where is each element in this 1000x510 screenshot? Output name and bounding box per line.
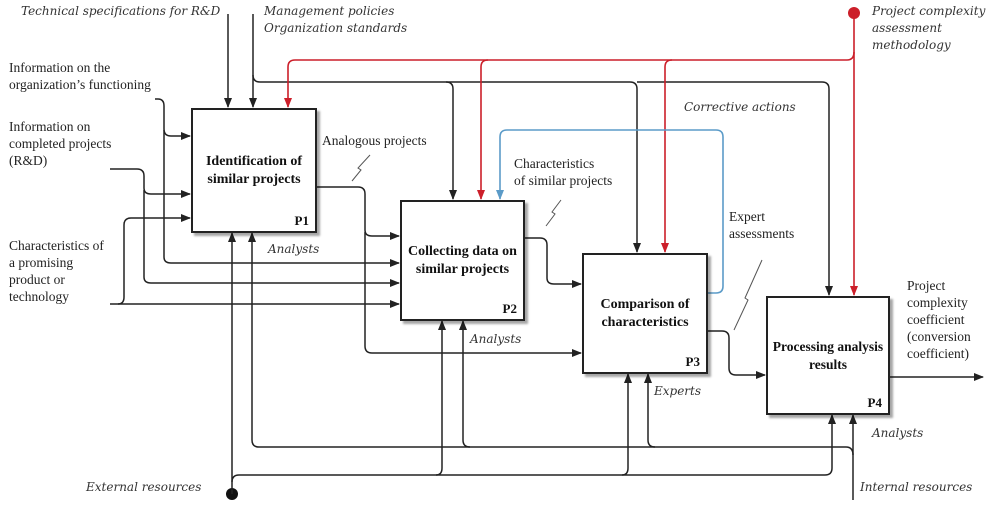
arrow-corrective-actions <box>637 81 833 296</box>
process-title-p2: Collecting data on similar projects <box>408 243 517 277</box>
arrow-external-to-p2 <box>435 320 446 476</box>
squiggle-characteristics <box>545 199 562 227</box>
line-internal-bus <box>248 232 854 456</box>
arrow-analogous-to-p3 <box>364 232 582 357</box>
arrow-completed-projects-to-p2 <box>143 190 400 287</box>
process-id-p3: P3 <box>685 354 700 369</box>
arrow-internal-to-p3 <box>644 373 656 448</box>
output-label-coefficient: Project complexity coefficient (conversi… <box>907 278 971 361</box>
control-label-corrective-actions: Corrective actions <box>684 100 796 114</box>
arrow-methodology-to-p1 <box>284 51 855 108</box>
process-id-p2: P2 <box>502 301 517 316</box>
mechanism-label-analysts-p2: Analysts <box>470 332 522 346</box>
arrow-org-functioning-to-p1 <box>155 98 191 140</box>
process-box-p2[interactable]: Collecting data on similar projects P2 <box>400 200 525 321</box>
arrow-org-functioning-to-p2 <box>163 130 400 267</box>
arrow-completed-projects-to-p1 <box>110 168 191 198</box>
arrow-promising-product-to-p1 <box>117 214 191 305</box>
flow-label-expert-assessments: Expert assessments <box>729 209 795 241</box>
input-label-completed-projects: Information on completed projects (R&D) <box>9 119 112 168</box>
flow-label-analogous-projects: Analogous projects <box>322 133 427 148</box>
arrow-internal-to-p2 <box>459 320 471 448</box>
process-id-p1: P1 <box>294 213 309 228</box>
control-label-mgmt-policies: Management policies Organization standar… <box>264 4 408 35</box>
process-id-p4: P4 <box>867 395 882 410</box>
control-label-tech-specs: Technical specifications for R&D <box>21 4 221 18</box>
process-box-p4[interactable]: Processing analysis results P4 <box>766 296 890 415</box>
mechanism-label-analysts-p4: Analysts <box>872 426 924 440</box>
arrow-p3-to-p4 <box>708 330 766 379</box>
process-title-p3: Comparison of characteristics <box>600 296 690 330</box>
line-external-bus <box>231 414 836 483</box>
input-label-org-functioning: Information on the organization’s functi… <box>9 60 151 92</box>
mechanism-label-analysts-p1: Analysts <box>268 242 320 256</box>
arrow-mgmt-to-p3 <box>446 81 641 253</box>
arrow-characteristics-feedback <box>496 129 724 294</box>
squiggle-analogous <box>351 154 371 182</box>
arrow-analogous-to-p2 <box>317 186 400 240</box>
flow-label-characteristics: Characteristics of similar projects <box>514 156 613 188</box>
control-label-methodology: Project complexity assessment methodolog… <box>872 4 986 52</box>
process-title-p4: Processing analysis results <box>772 338 884 372</box>
squiggle-expert <box>733 259 763 331</box>
mechanism-label-experts-p3: Experts <box>654 384 702 398</box>
arrow-p2-to-p3 <box>525 237 582 288</box>
arrow-methodology-to-p2 <box>477 59 489 200</box>
arrow-methodology-to-p3 <box>661 59 673 253</box>
input-label-promising-product: Characteristics of a promising product o… <box>9 238 104 304</box>
process-title-p1: Identification of similar projects <box>205 153 303 187</box>
arrow-external-to-p3 <box>621 373 632 476</box>
mechanism-label-internal-resources: Internal resources <box>860 480 973 494</box>
process-box-p3[interactable]: Comparison of characteristics P3 <box>582 253 708 374</box>
process-box-p1[interactable]: Identification of similar projects P1 <box>191 108 317 233</box>
mechanism-label-external-resources: External resources <box>86 480 202 494</box>
